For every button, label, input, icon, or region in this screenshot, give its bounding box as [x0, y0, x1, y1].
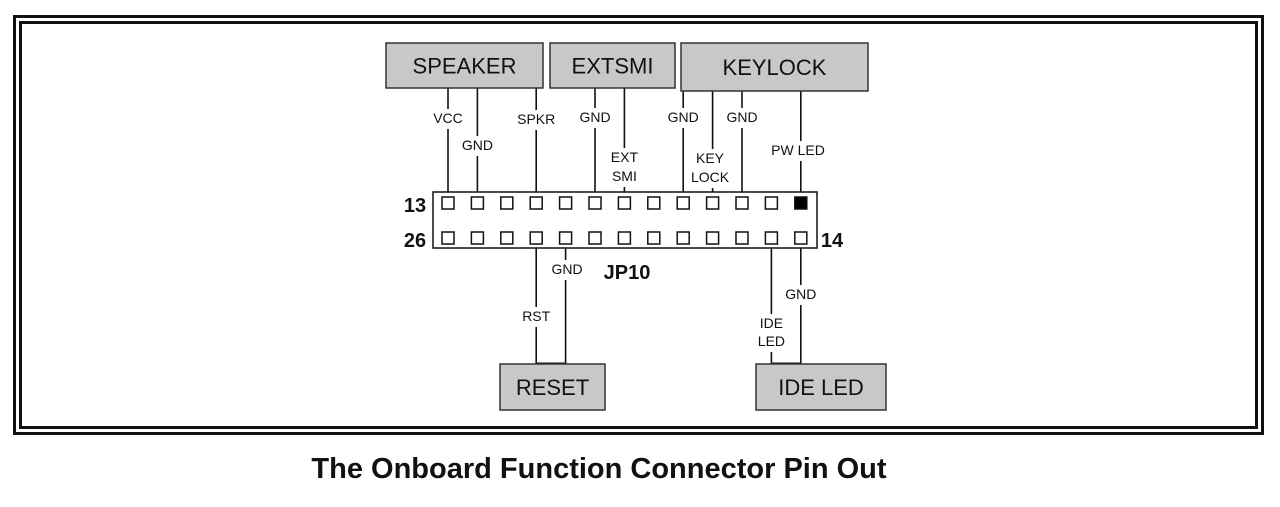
signal-label-keylock-top-12: PW LED: [771, 142, 825, 158]
pin-bottom-12: [764, 231, 779, 245]
pin-top-9: [676, 196, 690, 210]
pin-bottom-4: [529, 231, 543, 245]
signal-label-speaker-top-1: GND: [462, 137, 493, 153]
jp10-connector: [432, 191, 818, 249]
pin-bottom-10: [705, 231, 720, 245]
outer-frame: [13, 15, 1264, 435]
pin-bottom-9: [676, 231, 690, 245]
signal-label-extsmi-top-6: EXT: [611, 149, 639, 165]
signal-label-ide-led-bottom-12: GND: [785, 286, 816, 302]
signal-label-keylock-top-8: GND: [668, 109, 699, 125]
pin-bottom-13: [794, 231, 808, 245]
pin-bottom-11: [735, 231, 749, 245]
pin-bottom-6: [588, 231, 602, 245]
extsmi-header-box: [549, 42, 676, 89]
signal-label-speaker-top-3: SPKR: [517, 111, 555, 127]
ide-led-header-box: [755, 363, 887, 411]
pin-top-13: [794, 196, 808, 210]
signal-label-extsmi-top-5: GND: [579, 109, 610, 125]
pin-bottom-8: [647, 231, 661, 245]
pin-bottom-5: [558, 231, 573, 245]
pin-bottom-1: [441, 231, 455, 245]
speaker-header-label: SPEAKER: [413, 54, 517, 79]
signal-label-keylock-top-9: LOCK: [691, 169, 730, 185]
keylock-header-label: KEYLOCK: [723, 55, 827, 80]
pin-bottom-7: [617, 231, 632, 245]
signal-label-keylock-top-9: KEY: [696, 150, 725, 166]
pin-top-3: [500, 196, 514, 210]
speaker-header-box: [385, 42, 544, 89]
ide-led-header-label: IDE LED: [778, 375, 864, 400]
extsmi-header-label: EXTSMI: [572, 54, 654, 79]
pin-top-4: [529, 196, 543, 210]
inner-frame: [19, 21, 1258, 429]
signal-label-ide-led-bottom-11: LED: [758, 333, 785, 349]
pin-top-8: [647, 196, 661, 210]
signal-label-speaker-top-0: VCC: [433, 110, 463, 126]
signal-label-ide-led-bottom-11: IDE: [760, 315, 783, 331]
pin-bottom-2: [470, 231, 485, 245]
signal-label-reset-bottom-4: GND: [551, 261, 582, 277]
row-label-26: 26: [404, 230, 426, 252]
connector-name: JP10: [604, 262, 651, 284]
pin-top-6: [588, 196, 602, 210]
pin-top-2: [470, 196, 485, 210]
row-label-13: 13: [404, 195, 426, 217]
keylock-header-box: [680, 42, 869, 92]
row-label-14: 14: [821, 230, 844, 252]
reset-header-label: RESET: [516, 375, 589, 400]
pin-top-1: [441, 196, 455, 210]
pin-top-11: [735, 196, 749, 210]
pin-bottom-3: [500, 231, 514, 245]
signal-label-reset-bottom-3: RST: [522, 308, 550, 324]
pin-top-5: [558, 196, 573, 210]
diagram-caption: The Onboard Function Connector Pin Out: [311, 453, 887, 485]
pin-top-12: [764, 196, 779, 210]
reset-header-box: [499, 363, 606, 411]
pin-top-7: [617, 196, 632, 210]
pin-top-10: [705, 196, 720, 210]
signal-label-keylock-top-10: GND: [726, 109, 757, 125]
signal-label-extsmi-top-6: SMI: [612, 168, 637, 184]
